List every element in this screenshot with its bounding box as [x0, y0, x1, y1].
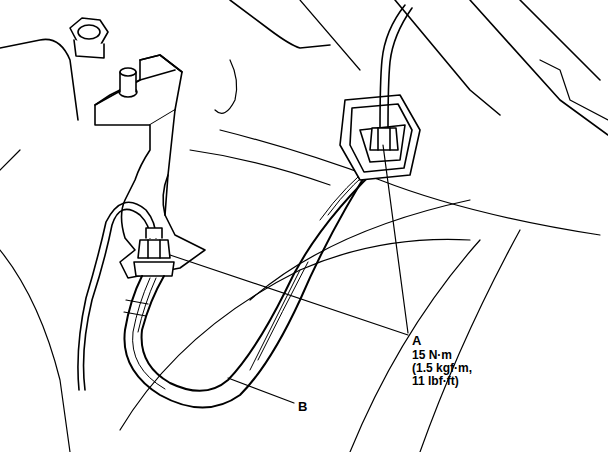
callout-letter: B	[298, 400, 307, 413]
torque-spec: 15 N·m (1.5 kgf·m, 11 lbf·ft)	[412, 349, 475, 388]
callout-letter: A	[412, 334, 421, 347]
